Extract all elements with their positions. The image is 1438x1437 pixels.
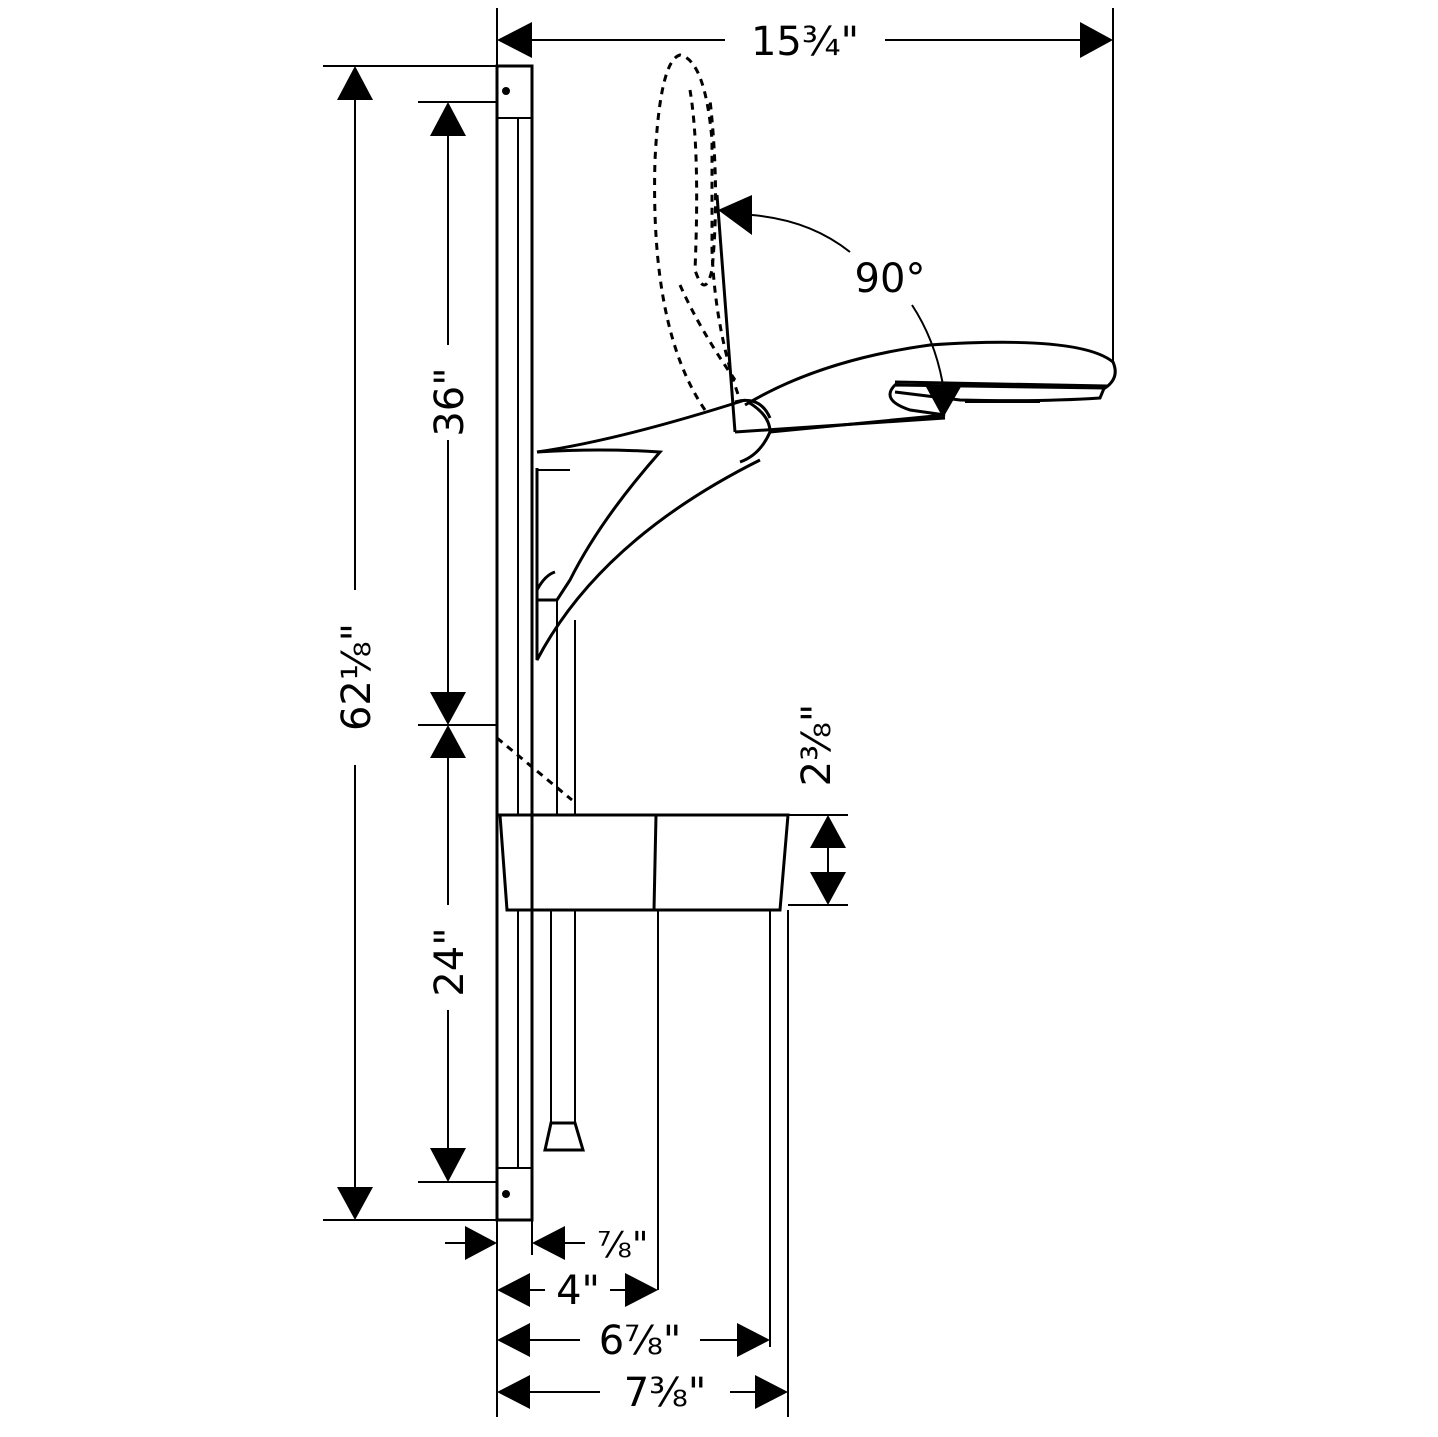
handshower — [653, 53, 1117, 464]
shelf-mid-depth-label: 4" — [556, 1268, 600, 1314]
shower-hose — [496, 600, 586, 1152]
dim-upper-span: 36" — [427, 102, 473, 725]
dim-shelf-front-depth: 6⅞" — [497, 1318, 770, 1364]
dim-shelf-mid-depth: 4" — [497, 1268, 658, 1314]
rail-depth-label: ⅞" — [597, 1225, 648, 1266]
overall-width-label: 15¾" — [751, 19, 859, 65]
lower-span-label: 24" — [427, 927, 473, 996]
shelf-height-label: 2⅜" — [794, 704, 840, 787]
dim-overall-width: 15¾" — [497, 19, 1113, 65]
tilt-angle-label: 90° — [855, 256, 926, 302]
handshower-holder — [535, 398, 761, 661]
total-height-label: 62⅛" — [334, 623, 380, 731]
dim-total-height: 62⅛" — [334, 66, 380, 1220]
dim-shelf-total-depth: 7⅜" — [497, 1370, 788, 1416]
dim-rail-depth: ⅞" — [445, 1225, 648, 1266]
dim-shelf-height: 2⅜" — [794, 704, 846, 905]
dim-tilt-angle: 90° — [718, 195, 962, 418]
shelf — [498, 813, 790, 1417]
upper-span-label: 36" — [427, 367, 473, 436]
dim-lower-span: 24" — [427, 725, 473, 1182]
extension-lines — [323, 8, 1114, 1417]
shelf-front-depth-label: 6⅞" — [599, 1318, 682, 1364]
shelf-total-depth-label: 7⅜" — [624, 1370, 707, 1416]
wall-rail — [495, 64, 534, 1222]
